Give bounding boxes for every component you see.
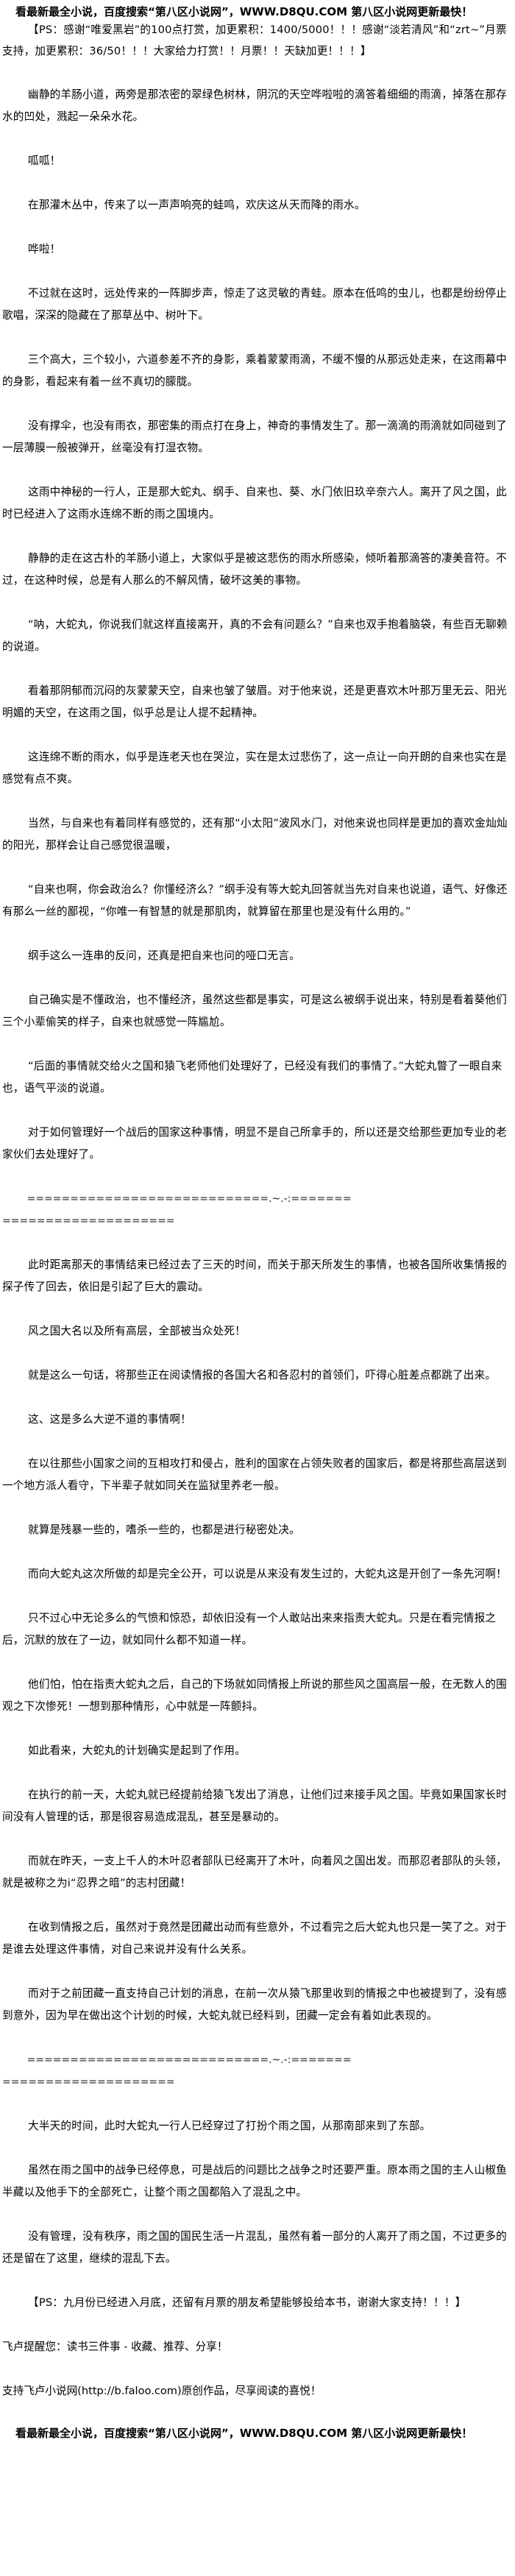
story-paragraph: 在执行的前一天，大蛇丸就已经提前给猿飞发出了消息，让他们过来接手风之国。毕竟如果…	[2, 1788, 507, 1823]
story-paragraph: 呱呱！	[28, 155, 61, 167]
story-paragraph: 而就在昨天，一支上千人的木叶忍者部队已经离开了木叶，向着风之国出发。而那忍者部队…	[2, 1855, 507, 1889]
story-paragraph: 只不过心中无论多么的气愤和惊恐，却依旧没有一个人敢站出来来指责大蛇丸。只是在看完…	[2, 1612, 497, 1646]
author-note: 【PS：感谢“唯爱黑岩”的100点打赏，加更累积：1400/5000！！！感谢“…	[2, 24, 507, 57]
story-paragraph: 风之国大名以及所有高层，全部被当众处死！	[28, 1325, 246, 1337]
story-paragraph: 这雨中神秘的一行人，正是那大蛇丸、纲手、自来也、葵、水门依旧玖辛奈六人。离开了风…	[2, 486, 507, 520]
story-paragraph: 【PS：九月份已经进入月底，还留有月票的朋友希望能够投给本书，谢谢大家支持！！！…	[28, 2296, 466, 2309]
section-separator-continued: ====================	[2, 1215, 175, 1227]
story-paragraph: 在以往那些小国家之间的互相攻打和侵占，胜利的国家在占领失败者的国家后，都是将那些…	[2, 1457, 507, 1492]
story-paragraph: 幽静的羊肠小道，两旁是那浓密的翠绿色树林，阴沉的天空哗啦啦的滴答着细细的雨滴，掉…	[2, 88, 507, 123]
story-paragraph: 如此看来，大蛇丸的计划确实是起到了作用。	[28, 1744, 246, 1757]
story-paragraph: 静静的走在这古朴的羊肠小道上，大家似乎是被这悲伤的雨水所感染，倾听着那滴答的凄美…	[2, 552, 507, 587]
story-paragraph: 不过就在这时，远处传来的一阵脚步声，惊走了这灵敏的青蛙。原本在低鸣的虫儿，也都是…	[2, 287, 507, 322]
story-paragraph: 看着那阴郁而沉闷的灰蒙蒙天空，自来也皱了皱眉。对于他来说，还是更喜欢木叶那万里无…	[2, 684, 507, 719]
section-separator-continued: ====================	[2, 2076, 175, 2088]
story-paragraph: 大半天的时间，此时大蛇丸一行人已经穿过了打扮个雨之国，从那南部来到了东部。	[28, 2120, 431, 2132]
story-paragraph: 三个高大，三个较小，六道参差不齐的身影，乘着蒙蒙雨滴，不缓不慢的从那远处走来，在…	[2, 353, 507, 388]
story-paragraph: 此时距离那天的事情结束已经过去了三天的时间，而关于那天所发生的事情，也被各国所收…	[2, 1259, 507, 1293]
story-paragraph: 没有撑伞，也没有雨衣，那密集的雨点打在身上，神奇的事情发生了。那一滴滴的雨滴就如…	[2, 420, 507, 454]
story-paragraph: 这连绵不断的雨水，似乎是连老天也在哭泣，实在是太过悲伤了，这一点让一向开朗的自来…	[2, 751, 507, 785]
story-paragraph: 在收到情报之后，虽然对于竟然是团藏出动而有些意外，不过看完之后大蛇丸也只是一笑了…	[2, 1921, 507, 1956]
section-separator: ============================.~.-:=======	[26, 1193, 352, 1205]
story-paragraph: 他们怕，怕在指责大蛇丸之后，自己的下场就如同情报上所说的那些风之国高层一般，在无…	[2, 1678, 507, 1713]
story-paragraph: 没有管理，没有秩序，雨之国的国民生活一片混乱，虽然有着一部分的人离开了雨之国，不…	[2, 2230, 507, 2265]
site-note: 支持飞卢小说网(http://b.faloo.com)原创作品，尽享阅读的喜悦！	[2, 2385, 322, 2397]
story-paragraph: 当然，与自来也有着同样有感觉的，还有那“小太阳”波风水门，对他来说也同样是更加的…	[2, 817, 508, 852]
chapter-page: 看最新最全小说，百度搜索“第八区小说网”，WWW.D8QU.COM 第八区小说网…	[2, 5, 511, 2440]
story-paragraph: “自来也啊，你会政治么？你懂经济么？”纲手没有等大蛇丸回答就当先对自来也说道，语…	[2, 883, 508, 918]
story-paragraph: 虽然在雨之国中的战争已经停息，可是战后的问题比之战争之时还要严重。原本雨之国的主…	[2, 2164, 507, 2198]
story-paragraph: 就算是残暴一些的，嗜杀一些的，也都是进行秘密处决。	[28, 1524, 300, 1536]
story-paragraph: “呐，大蛇丸，你说我们就这样直接离开，真的不会有问题么？”自来也双手抱着脑袋，有…	[2, 618, 508, 653]
story-paragraph: “后面的事情就交给火之国和猿飞老师他们处理好了，已经没有我们的事情了。”大蛇丸瞥…	[2, 1060, 502, 1094]
story-paragraph: 而向大蛇丸这次所做的却是完全公开，可以说是从来没有发生过的，大蛇丸这是开创了一条…	[28, 1568, 507, 1580]
story-paragraph: 哗啦！	[28, 243, 61, 255]
story-paragraph: 而对于之前团藏一直支持自己计划的消息，在前一次从猿飞那里收到的情报之中也被提到了…	[2, 1987, 507, 2022]
story-paragraph: 这、这是多么大逆不道的事情啊！	[28, 1413, 191, 1426]
story-paragraph: 在那灌木丛中，传来了以一声声响亮的蛙鸣，欢庆这从天而降的雨水。	[28, 199, 366, 211]
chapter-body: 【PS：感谢“唯爱黑岩”的100点打赏，加更累积：1400/5000！！！感谢“…	[2, 19, 511, 2402]
site-banner-bottom: 看最新最全小说，百度搜索“第八区小说网”，WWW.D8QU.COM 第八区小说网…	[15, 2427, 473, 2440]
section-separator: ============================.~.-:=======	[26, 2054, 352, 2066]
site-note: 飞卢提醒您：读书三件事 - 收藏、推荐、分享！	[2, 2340, 228, 2353]
story-paragraph: 纲手这么一连串的反问，还真是把自来也问的哑口无言。	[28, 949, 300, 962]
site-banner-top: 看最新最全小说，百度搜索“第八区小说网”，WWW.D8QU.COM 第八区小说网…	[15, 5, 473, 18]
story-paragraph: 对于如何管理好一个战后的国家这种事情，明显不是自己所拿手的，所以还是交给那些更加…	[2, 1126, 507, 1161]
story-paragraph: 就是这么一句话，将那些正在阅读情报的各国大名和各忍村的首领们，吓得心脏差点都跳了…	[28, 1369, 497, 1381]
story-paragraph: 自己确实是不懂政治，也不懂经济，虽然这些都是事实，可是这么被纲手说出来，特别是看…	[2, 994, 507, 1028]
